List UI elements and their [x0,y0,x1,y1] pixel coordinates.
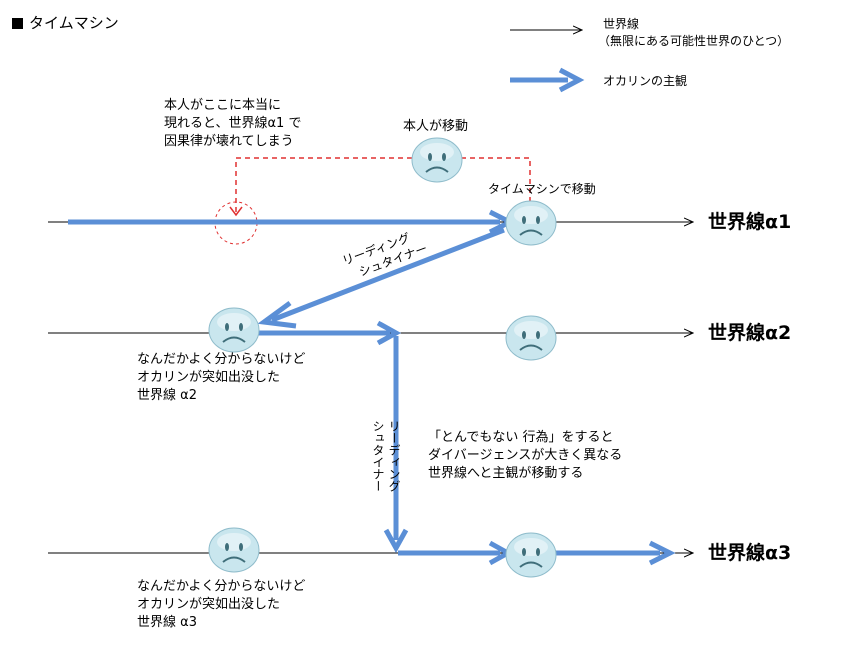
face-alpha2-left-icon [208,307,260,353]
time-machine-move-label: タイムマシンで移動 [488,182,596,196]
face-alpha3-right-icon [505,532,557,578]
alpha2-caption: なんだかよく分からないけど オカリンが突如出没した 世界線 α2 [137,352,306,403]
worldline-alpha2-label: 世界線α2 [708,322,792,344]
okarin-arrow-reading-steiner-vertical [383,336,409,554]
okarin-arrow-alpha3-a [398,540,514,566]
self-move-label: 本人が移動 [403,119,469,134]
okarin-arrow-reading-steiner-diagonal [257,227,505,329]
dashed-arrowhead [229,206,243,217]
square-bullet-icon [12,18,23,29]
paradox-note: 本人がここに本当に 現れると、世界線α1 で 因果律が壊れてしまう [164,98,302,149]
action-note: 「とんでもない 行為」をすると ダイバージェンスが大きく異なる 世界線へと主観が… [428,430,623,481]
legend-worldline-desc: （無限にある可能性世界のひとつ） [598,34,790,48]
okarin-arrow-alpha1 [68,209,516,235]
legend-worldline-label: 世界線 [603,17,640,31]
face-alpha1-icon [505,200,557,246]
face-alpha2-right-icon [505,315,557,361]
okarin-arrow-alpha3-b [545,540,676,566]
okarin-arrow-alpha2 [258,320,402,346]
worldline-alpha3-label: 世界線α3 [708,542,792,564]
reading-steiner-vertical-label: リーディング シュタイナー [371,420,401,492]
face-alpha3-left-icon [208,527,260,573]
dashed-time-travel-path [235,157,531,212]
face-self-move-icon [411,137,463,183]
alpha3-caption: なんだかよく分からないけど オカリンが突如出没した 世界線 α3 [137,579,306,630]
page-title: タイムマシン [12,12,119,33]
legend-okarin-arrow [510,67,585,93]
legend-okarin-label: オカリンの主観 [603,74,688,88]
worldline-alpha1-label: 世界線α1 [708,211,792,233]
